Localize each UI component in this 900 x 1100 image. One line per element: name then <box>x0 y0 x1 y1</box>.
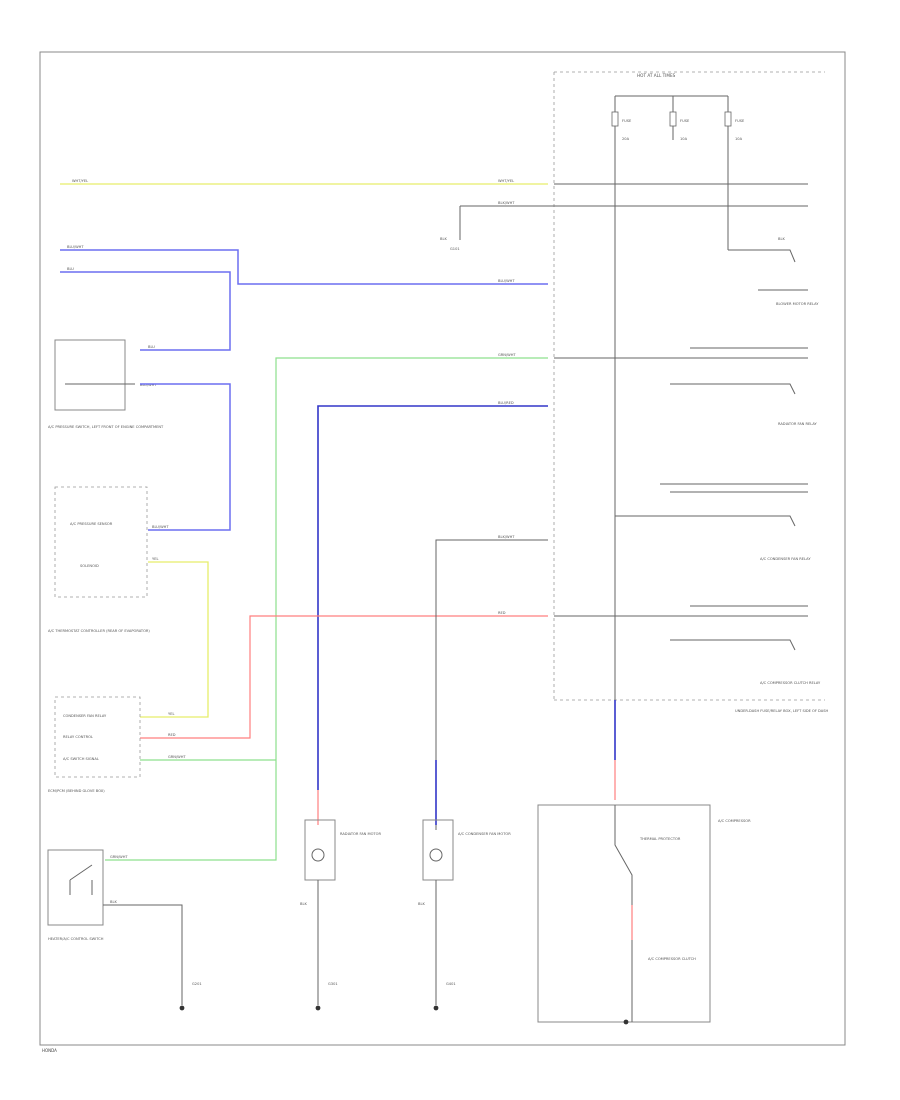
ac-compressor-label: A/C COMPRESSOR <box>718 819 751 823</box>
wire-red <box>140 615 548 739</box>
svg-text:FUSE: FUSE <box>622 119 632 123</box>
svg-text:BLU/RED: BLU/RED <box>498 401 514 405</box>
fuse-icon <box>724 111 732 127</box>
svg-text:SOLENOID: SOLENOID <box>80 564 99 568</box>
fuse-relay-box-outline <box>553 71 825 701</box>
condenser-fan-relay-label: A/C CONDENSER FAN RELAY <box>760 557 811 561</box>
wire-blu-red <box>317 405 548 790</box>
svg-text:A/C SWITCH SIGNAL: A/C SWITCH SIGNAL <box>63 757 99 761</box>
svg-text:BLK: BLK <box>300 902 307 906</box>
ground-icon <box>315 1005 321 1011</box>
svg-text:BLU/WHT: BLU/WHT <box>498 279 515 283</box>
svg-text:GRN/WHT: GRN/WHT <box>168 755 186 759</box>
svg-text:BLU/WHT: BLU/WHT <box>140 383 157 387</box>
svg-text:YEL: YEL <box>168 712 174 716</box>
wire-blk-wht-condenser <box>435 539 548 830</box>
ground-icon <box>433 1005 439 1011</box>
wire-blu-b <box>60 271 231 351</box>
svg-text:BLK: BLK <box>418 902 425 906</box>
radiator-fan-relay-label: RADIATOR FAN RELAY <box>778 422 818 426</box>
svg-text:BLK: BLK <box>440 237 447 241</box>
svg-text:20A: 20A <box>622 137 630 141</box>
ac-compressor-box <box>537 804 711 1023</box>
pcm-box <box>54 696 141 778</box>
radiator-fan-motor-label: RADIATOR FAN MOTOR <box>340 832 381 836</box>
relay-switch-icon <box>69 864 93 895</box>
svg-text:RED: RED <box>498 611 506 615</box>
heater-switch-label: HEATER/A/C CONTROL SWITCH <box>48 937 104 941</box>
ecm-pcm-label: ECM/PCM (BEHIND GLOVE BOX) <box>48 789 105 793</box>
svg-text:BLU/WHT: BLU/WHT <box>67 245 84 249</box>
ground-icon <box>623 1019 629 1025</box>
svg-text:BLK: BLK <box>778 237 785 241</box>
svg-text:YEL: YEL <box>152 557 158 561</box>
wire-yel <box>140 561 209 718</box>
thermal-protector-label: THERMAL PROTECTOR <box>639 837 681 841</box>
fuse-icon <box>611 111 619 127</box>
wire-blu-wht-a <box>60 249 548 285</box>
hot-at-all-times-label: HOT AT ALL TIMES <box>637 73 676 78</box>
ac-pressure-switch-label: A/C PRESSURE SWITCH, LEFT FRONT OF ENGIN… <box>48 425 164 429</box>
fuse-a: FUSE 20A <box>611 96 632 700</box>
ac-pressure-switch-box <box>54 339 126 411</box>
svg-text:RELAY CONTROL: RELAY CONTROL <box>63 735 93 739</box>
condenser-fan-motor-label: A/C CONDENSER FAN MOTOR <box>458 832 511 836</box>
svg-text:BLU: BLU <box>67 267 74 271</box>
footer-text: HONDA <box>42 1048 57 1053</box>
svg-text:A/C PRESSURE SENSOR: A/C PRESSURE SENSOR <box>70 522 113 526</box>
motor-icon <box>429 848 443 862</box>
svg-text:BLK/WHT: BLK/WHT <box>498 201 515 205</box>
motor-icon <box>311 848 325 862</box>
ac-clutch-label: A/C COMPRESSOR CLUTCH <box>648 957 696 961</box>
svg-text:FUSE: FUSE <box>680 119 690 123</box>
svg-text:10A: 10A <box>680 137 688 141</box>
ac-clutch-relay-label: A/C COMPRESSOR CLUTCH RELAY <box>760 681 821 685</box>
wire-grn-wht <box>105 357 548 861</box>
svg-text:GRN/WHT: GRN/WHT <box>110 855 128 859</box>
wire-label-wht-yel-left: WHT/YEL <box>72 179 88 183</box>
blower-relay-label: BLOWER MOTOR RELAY <box>776 302 819 306</box>
svg-text:BLU: BLU <box>148 345 155 349</box>
svg-text:G201: G201 <box>192 982 202 986</box>
fuse-icon <box>669 111 677 127</box>
condenser-fan-motor-box <box>422 819 454 881</box>
ground-icon <box>179 1005 185 1011</box>
diagram-frame <box>39 51 846 1046</box>
svg-text:BLK/WHT: BLK/WHT <box>498 535 515 539</box>
svg-text:BLK: BLK <box>110 900 117 904</box>
thermostat-controller-box <box>54 486 148 598</box>
svg-text:CONDENSER FAN RELAY: CONDENSER FAN RELAY <box>63 714 107 718</box>
svg-text:GRN/WHT: GRN/WHT <box>498 353 516 357</box>
svg-text:G301: G301 <box>328 982 338 986</box>
heater-switch-box <box>47 849 104 926</box>
svg-text:G101: G101 <box>450 247 460 251</box>
svg-text:FUSE: FUSE <box>735 119 745 123</box>
fuse-b: FUSE 10A <box>669 96 690 141</box>
fuse-c: FUSE 10A <box>724 96 745 250</box>
fuse-relay-box-label: UNDER-DASH FUSE/RELAY BOX, LEFT SIDE OF … <box>735 709 828 713</box>
svg-text:G401: G401 <box>446 982 456 986</box>
radiator-fan-motor-box <box>304 819 336 881</box>
wire-label-wht-yel-right: WHT/YEL <box>498 179 514 183</box>
svg-text:RED: RED <box>168 733 176 737</box>
svg-text:BLU/WHT: BLU/WHT <box>152 525 169 529</box>
thermostat-controller-label: A/C THERMOSTAT CONTROLLER (REAR OF EVAPO… <box>48 629 150 633</box>
svg-text:10A: 10A <box>735 137 743 141</box>
